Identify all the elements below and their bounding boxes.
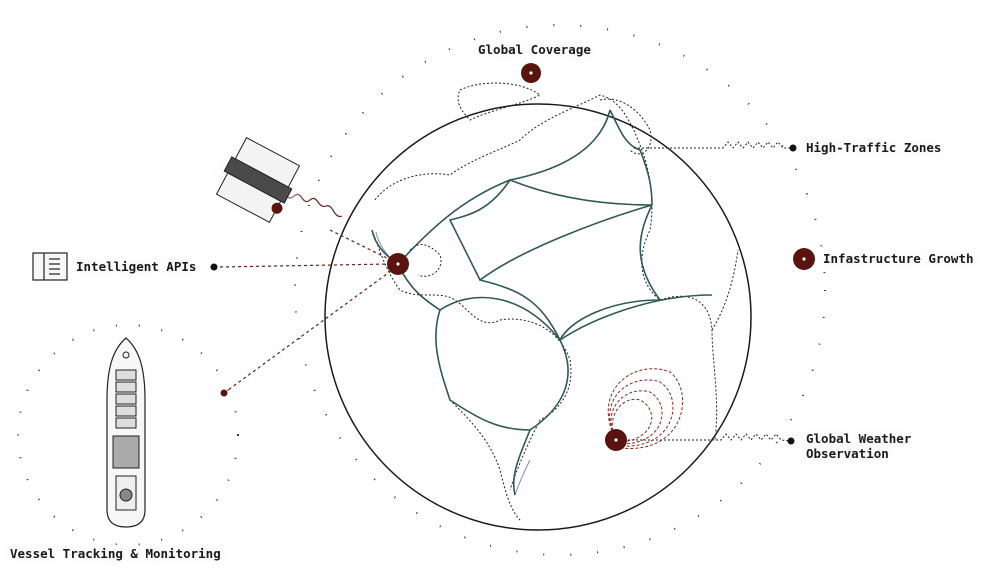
vessel-connector: [223, 267, 396, 394]
apis-label: Intelligent APIs: [76, 259, 197, 274]
globe-icon: [324, 82, 752, 531]
document-icon: [32, 252, 68, 281]
weather-marker[interactable]: [605, 429, 627, 451]
weather-connector: [616, 433, 792, 442]
apis-connector: [219, 263, 391, 268]
hub-marker[interactable]: [387, 253, 409, 275]
high-traffic-connector: [634, 141, 793, 149]
ship-icon: [106, 337, 146, 528]
global-coverage-label: Global Coverage: [478, 42, 591, 57]
infrastructure-marker[interactable]: [793, 248, 815, 270]
satellite-icon: [205, 132, 311, 228]
high-traffic-dot: [789, 144, 797, 152]
vessel-label: Vessel Tracking & Monitoring: [10, 546, 221, 561]
high-traffic-label: High-Traffic Zones: [806, 140, 942, 155]
orbit-dots: [294, 24, 826, 556]
apis-dot: [210, 263, 218, 271]
infrastructure-label: Infastructure Growth: [823, 251, 974, 266]
weather-waves: [607, 368, 684, 449]
weather-label-line2: Observation: [806, 446, 889, 461]
weather-label-line1: Global Weather: [806, 431, 912, 446]
global-coverage-marker[interactable]: [521, 63, 541, 83]
vessel-marker: [220, 389, 228, 397]
satellite-connector: [329, 229, 396, 263]
weather-dot: [787, 437, 795, 445]
vessel-orbit-dots: [17, 324, 239, 546]
